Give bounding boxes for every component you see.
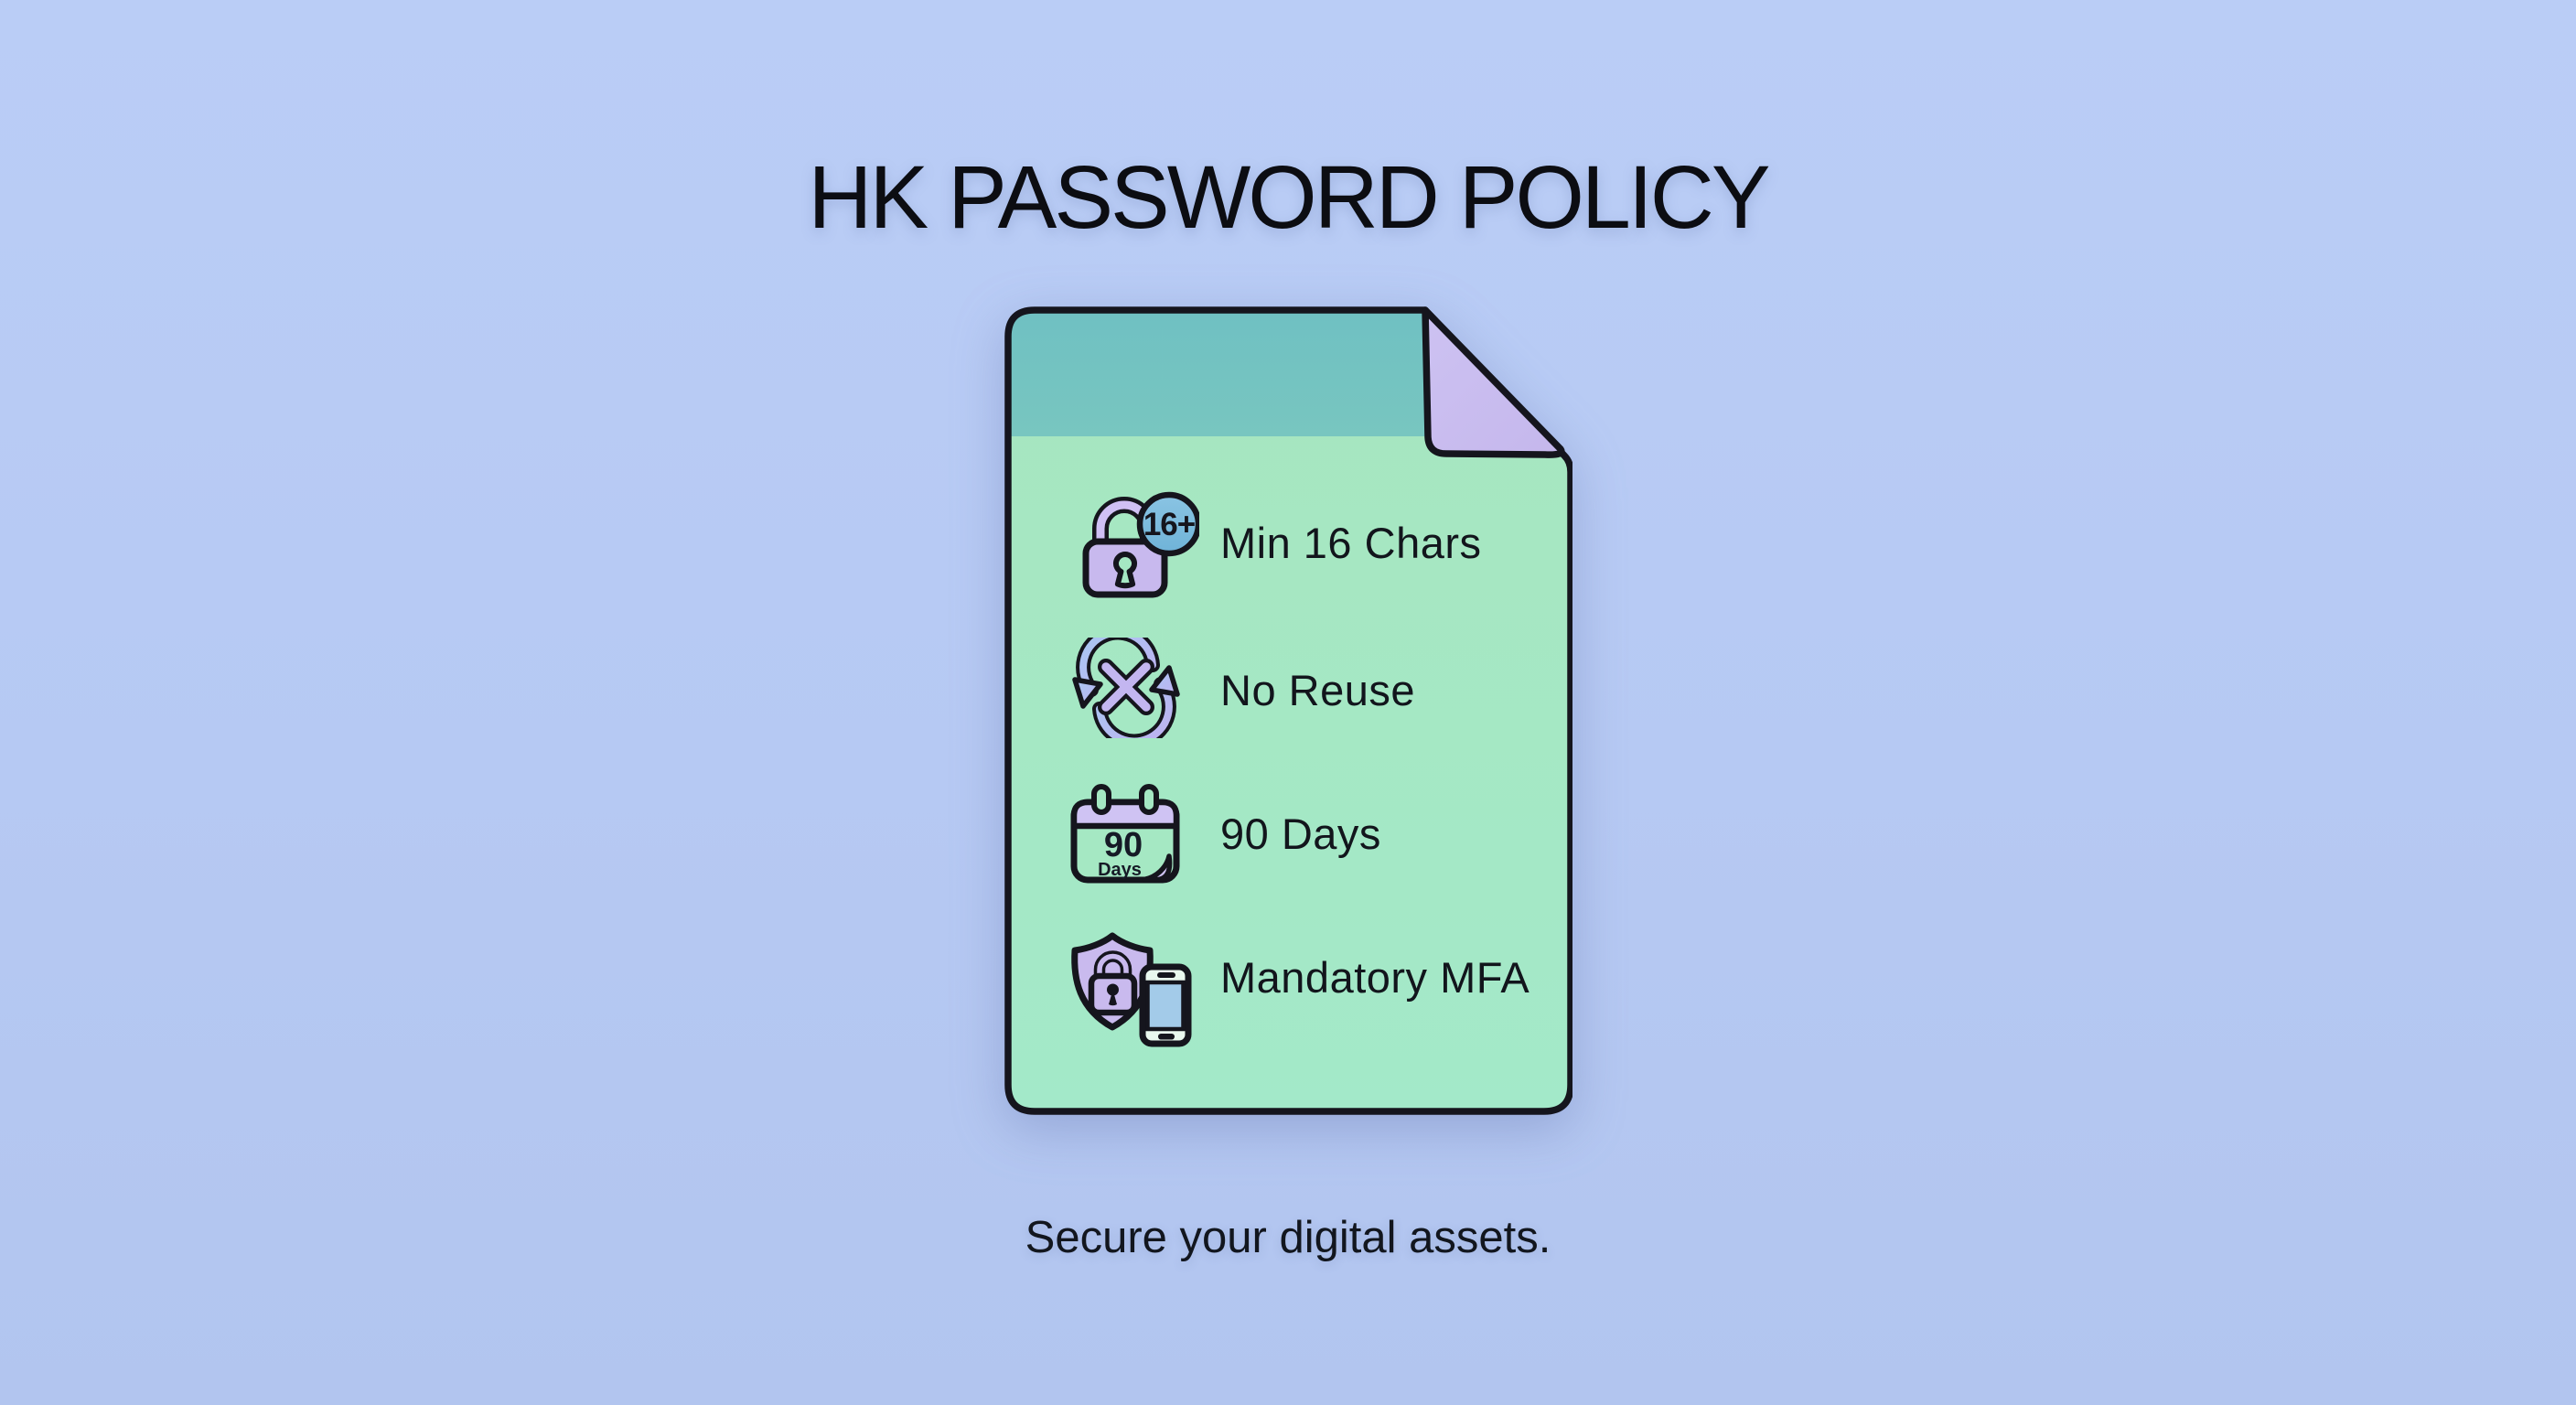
- calendar-dogear: [1142, 853, 1173, 883]
- policy-document-card: 16+ Min 16 Chars: [1004, 306, 1572, 1116]
- calendar-number: 90: [1104, 826, 1143, 864]
- calendar-header: [1070, 799, 1180, 830]
- policy-item-label: No Reuse: [1220, 666, 1415, 714]
- shield-mfa-phone-icon: [1071, 932, 1192, 1047]
- badge-text: 16+: [1143, 507, 1196, 542]
- page-caption: Secure your digital assets.: [1025, 1213, 1551, 1262]
- calendar-ring: [1091, 784, 1111, 815]
- calendar-ring: [1139, 784, 1159, 815]
- cross-mark: [1098, 659, 1154, 715]
- lock-16plus-icon: 16+: [1082, 491, 1199, 598]
- phone-speaker: [1157, 972, 1175, 978]
- calendar-unit: Days: [1098, 860, 1142, 880]
- keyhole: [1113, 551, 1137, 589]
- char-count-badge: [1136, 491, 1199, 557]
- folded-corner: [1422, 306, 1565, 458]
- policy-item-label: 90 Days: [1220, 810, 1381, 858]
- phone: [1139, 963, 1192, 1047]
- page-title: HK PASSWORD POLICY: [808, 147, 1770, 247]
- policy-item-label: Min 16 Chars: [1220, 519, 1482, 567]
- arrowhead: [1072, 677, 1103, 709]
- arrowhead: [1149, 665, 1180, 697]
- policy-item-label: Mandatory MFA: [1220, 953, 1530, 1002]
- phone-screen: [1145, 980, 1186, 1032]
- no-reuse-icon: [1072, 638, 1180, 738]
- phone-home-button: [1158, 1034, 1175, 1040]
- calendar-90-days-icon: 90 Days: [1070, 784, 1180, 884]
